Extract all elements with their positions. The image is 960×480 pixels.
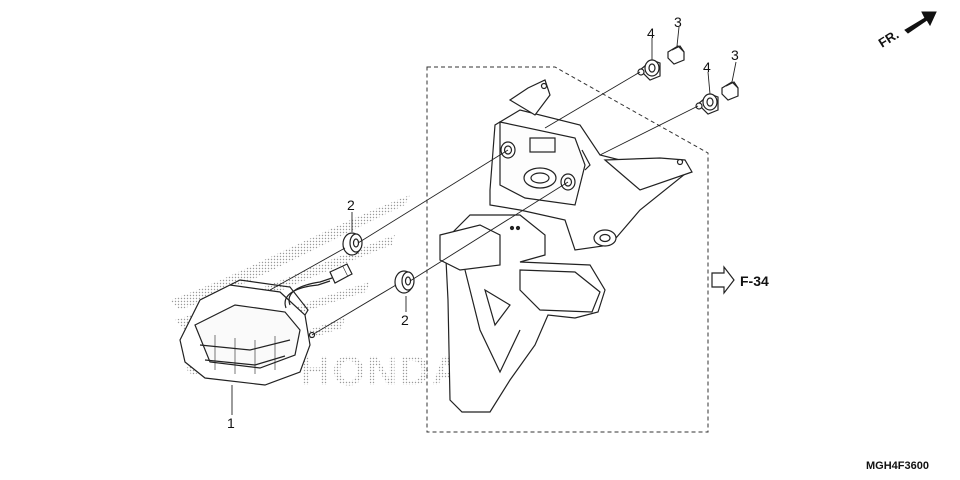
tail-light-assembly xyxy=(179,279,316,386)
part-label-2-lower: 2 xyxy=(401,312,409,328)
subassembly-dashed-outline xyxy=(426,66,709,433)
drawing-code: MGH4F3600 xyxy=(866,460,929,472)
collar-left xyxy=(637,59,661,81)
part-label-4-right: 4 xyxy=(703,59,711,75)
assembly-leader-lines xyxy=(231,26,737,415)
front-direction-arrow-icon xyxy=(904,11,937,34)
part-label-1: 1 xyxy=(227,415,235,431)
front-direction-label: FR. xyxy=(876,27,902,51)
bolt-right xyxy=(721,81,739,101)
grommet-lower xyxy=(394,270,415,294)
part-label-3-left: 3 xyxy=(674,14,682,30)
bolt-left xyxy=(667,45,685,65)
grommet-upper xyxy=(342,232,363,256)
tail-light-wire-harness xyxy=(284,277,333,309)
reference-label: F-34 xyxy=(740,273,769,289)
wire-connector xyxy=(329,263,353,284)
rear-bracket-assembly xyxy=(439,79,693,413)
part-label-4-left: 4 xyxy=(647,25,655,41)
part-label-3-right: 3 xyxy=(731,47,739,63)
honda-watermark-text: HONDA xyxy=(300,347,464,394)
reference-arrow-icon xyxy=(711,265,735,295)
collar-right xyxy=(695,93,719,115)
part-label-2-upper: 2 xyxy=(347,197,355,213)
front-direction-indicator: FR. xyxy=(876,11,937,51)
